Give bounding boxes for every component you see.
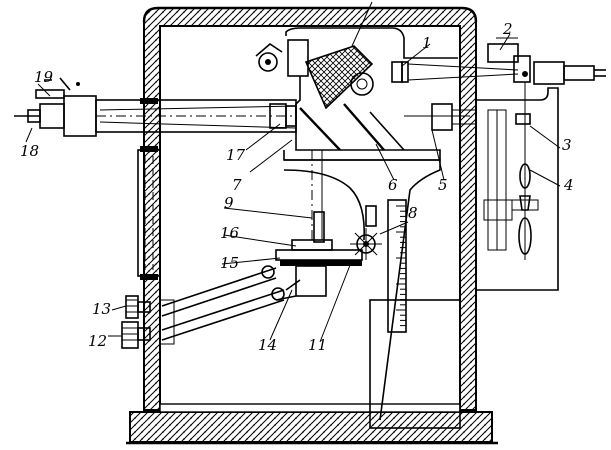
telescope-tube bbox=[95, 99, 477, 133]
scale-bar bbox=[387, 199, 407, 333]
label-1: 1 bbox=[422, 34, 432, 52]
knob-12 bbox=[121, 321, 151, 349]
vertical-scale bbox=[396, 205, 406, 327]
label-16: 16 bbox=[220, 224, 240, 242]
label-11: 11 bbox=[308, 336, 327, 354]
center-column bbox=[283, 150, 441, 421]
stage-table bbox=[275, 239, 363, 301]
optical-head bbox=[283, 27, 519, 161]
label-18: 18 bbox=[20, 142, 39, 160]
adjust-screw bbox=[255, 42, 283, 72]
label-8: 8 bbox=[408, 204, 418, 222]
label-13: 13 bbox=[92, 300, 111, 318]
callout-labels: 1 2 3 4 5 6 7 8 9 11 12 13 14 15 16 17 1… bbox=[20, 20, 574, 354]
label-9: 9 bbox=[224, 194, 234, 212]
knob-13 bbox=[125, 295, 151, 319]
leader-lines bbox=[25, 1, 561, 343]
label-4: 4 bbox=[563, 176, 574, 194]
thermometer bbox=[511, 82, 539, 260]
housing-wall bbox=[142, 6, 478, 411]
star-gear bbox=[350, 205, 382, 260]
drive-shafts bbox=[159, 265, 285, 345]
label-14: 14 bbox=[258, 336, 277, 354]
label-17: 17 bbox=[226, 146, 246, 164]
label-7: 7 bbox=[232, 176, 242, 194]
base-plate bbox=[126, 403, 498, 445]
label-6: 6 bbox=[388, 176, 398, 194]
label-19: 19 bbox=[34, 68, 54, 86]
label-3: 3 bbox=[562, 136, 572, 154]
label-2: 2 bbox=[502, 20, 513, 38]
label-5: 5 bbox=[438, 176, 448, 194]
lower-stand bbox=[369, 299, 461, 429]
label-15: 15 bbox=[220, 254, 239, 272]
left-column bbox=[137, 98, 161, 280]
label-12: 12 bbox=[88, 332, 107, 350]
side-panel bbox=[476, 87, 559, 291]
lamp-housing bbox=[487, 43, 606, 85]
eyepiece bbox=[14, 77, 97, 137]
